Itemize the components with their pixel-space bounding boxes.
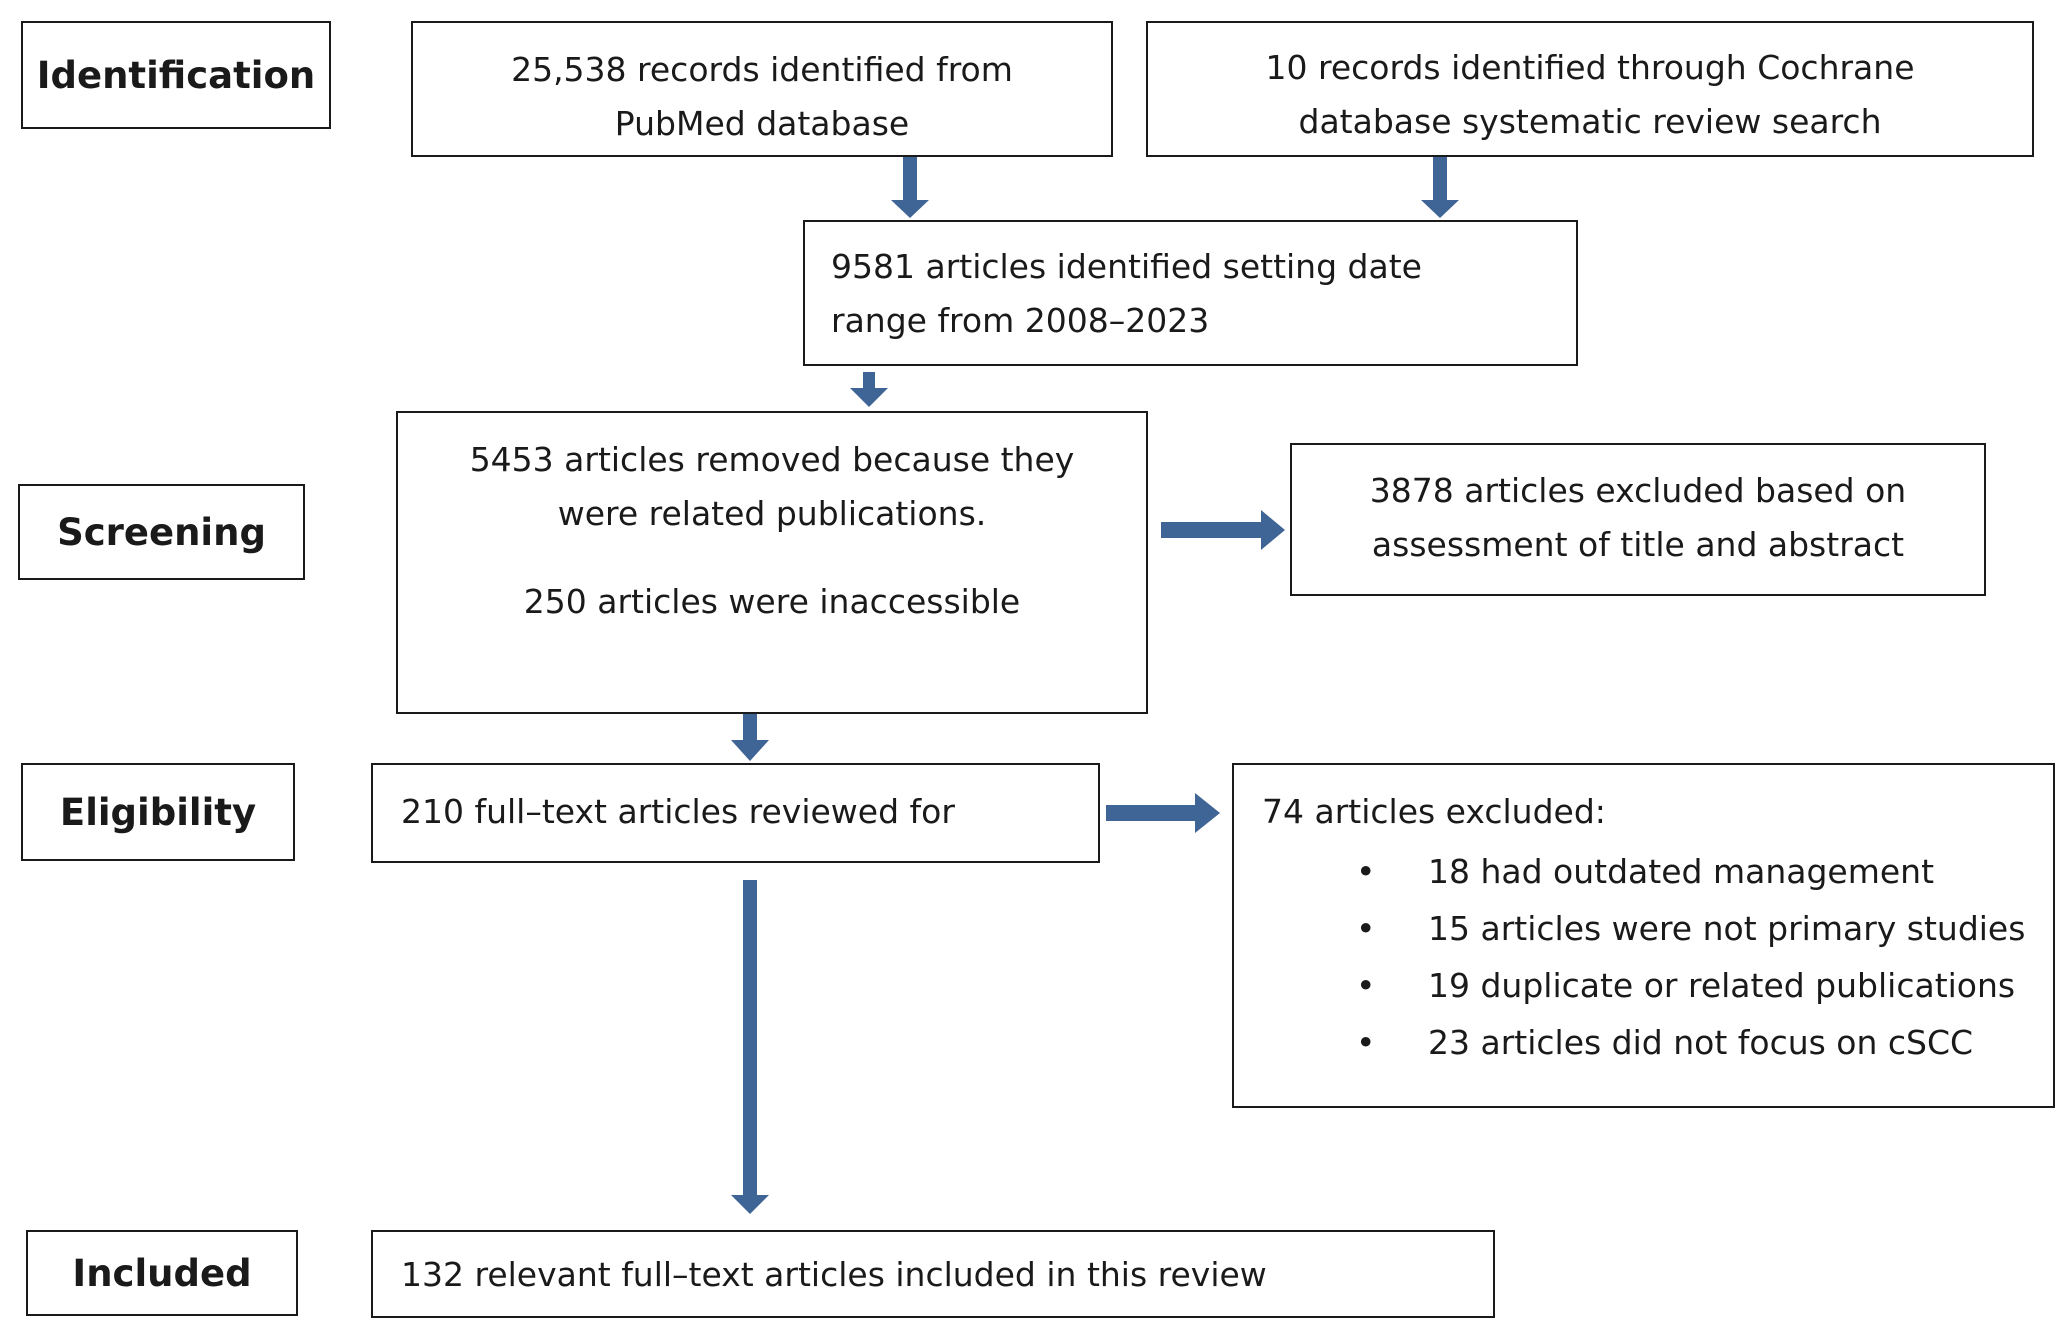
bullet-icon: •: [1356, 1023, 1376, 1063]
exclusion-reason-text: 15 articles were not primary studies: [1428, 909, 2026, 949]
stage-included-label: Included: [72, 1251, 252, 1295]
included-articles-box: 132 relevant full–text articles included…: [371, 1230, 1495, 1318]
stage-identification-label: Identification: [36, 53, 316, 97]
arrow-removed-to-excluded-title: [1161, 510, 1285, 550]
exclusion-reason-text: 19 duplicate or related publications: [1428, 966, 2016, 1006]
cochrane-records-text: 10 records identified through Cochrane d…: [1265, 48, 1915, 142]
excluded-title-abstract-box: 3878 articles excluded based on assessme…: [1290, 443, 1986, 596]
exclusion-reason-item: • 23 articles did not focus on cSCC: [1262, 1014, 2053, 1071]
stage-eligibility: Eligibility: [21, 763, 295, 861]
arrow-pubmed-to-date-range: [891, 157, 929, 218]
excluded-title-abstract-text: 3878 articles excluded based on assessme…: [1369, 471, 1907, 565]
arrow-cochrane-to-date-range: [1421, 157, 1459, 218]
bullet-icon: •: [1356, 966, 1376, 1006]
date-range-box: 9581 articles identified setting date ra…: [803, 220, 1578, 366]
arrow-removed-to-full-text: [731, 714, 769, 761]
arrow-full-text-to-included: [731, 880, 769, 1214]
arrow-full-text-to-excluded: [1106, 793, 1220, 833]
full-text-review-text: 210 full–text articles reviewed for: [401, 792, 955, 831]
bullet-icon: •: [1356, 909, 1376, 949]
exclusion-reason-text: 23 articles did not focus on cSCC: [1428, 1023, 1974, 1063]
stage-screening: Screening: [18, 484, 305, 580]
stage-identification: Identification: [21, 21, 331, 129]
exclusion-reason-text: 18 had outdated management: [1428, 852, 1935, 892]
included-articles-text: 132 relevant full–text articles included…: [401, 1255, 1267, 1294]
exclusion-reasons-list: • 18 had outdated management • 15 articl…: [1262, 843, 2053, 1071]
pubmed-records-text: 25,538 records identified from PubMed da…: [511, 50, 1013, 144]
stage-included: Included: [26, 1230, 298, 1316]
full-text-review-box: 210 full–text articles reviewed for: [371, 763, 1100, 863]
excluded-full-text-box: 74 articles excluded: • 18 had outdated …: [1232, 763, 2055, 1108]
stage-eligibility-label: Eligibility: [59, 790, 257, 834]
removed-related-text: 5453 articles removed because they were …: [469, 440, 1075, 534]
date-range-text: 9581 articles identified setting date ra…: [831, 247, 1422, 341]
pubmed-records-box: 25,538 records identified from PubMed da…: [411, 21, 1113, 157]
bullet-icon: •: [1356, 852, 1376, 892]
excluded-full-text-heading: 74 articles excluded:: [1262, 792, 1606, 831]
exclusion-reason-item: • 15 articles were not primary studies: [1262, 900, 2053, 957]
removed-inaccessible-text: 250 articles were inaccessible: [523, 581, 1021, 621]
exclusion-reason-item: • 18 had outdated management: [1262, 843, 2053, 900]
removed-articles-box: 5453 articles removed because they were …: [396, 411, 1148, 714]
stage-screening-label: Screening: [57, 510, 266, 554]
cochrane-records-box: 10 records identified through Cochrane d…: [1146, 21, 2034, 157]
arrow-date-range-to-removed: [850, 372, 888, 407]
exclusion-reason-item: • 19 duplicate or related publications: [1262, 957, 2053, 1014]
